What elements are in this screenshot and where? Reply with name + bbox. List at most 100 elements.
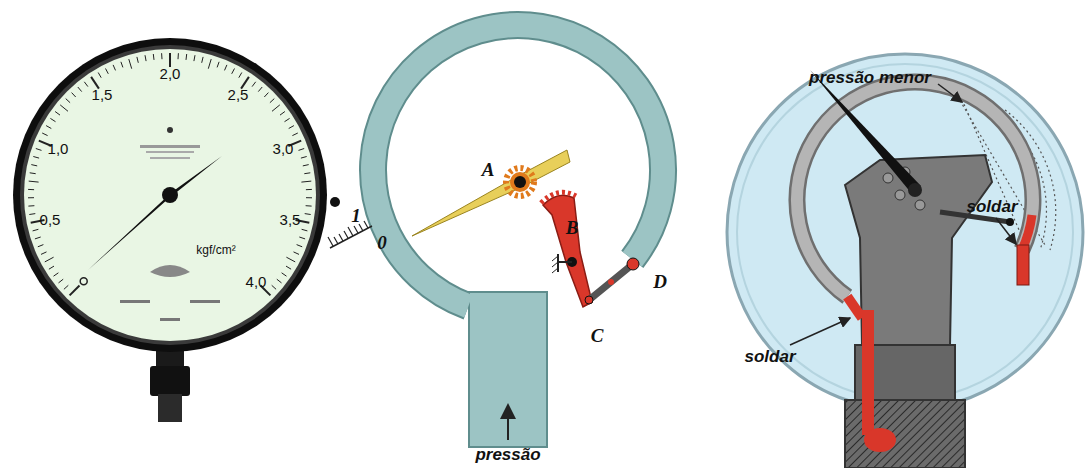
dial-tick (208, 59, 211, 69)
dial-print (140, 145, 200, 148)
dial-tick (28, 205, 34, 206)
sector-gear (543, 195, 592, 307)
dial-number: 1,5 (92, 86, 113, 103)
link-joint (1006, 218, 1014, 226)
scale-dot (330, 197, 340, 207)
dial-tick (304, 172, 310, 174)
pressure-channel (862, 310, 874, 435)
dial-print (146, 151, 194, 153)
dial-tick (84, 82, 88, 87)
dial-number: 1,0 (48, 140, 69, 157)
dial-tick (106, 69, 109, 74)
dial-tick (178, 53, 179, 59)
sector-teeth (541, 192, 576, 203)
unit-label: kgf/cm² (196, 243, 235, 257)
dial-tick (59, 279, 64, 283)
dial-tick (301, 181, 311, 182)
dial-tick (258, 87, 262, 92)
dial-tick (272, 105, 280, 111)
dial-tick (121, 62, 123, 68)
dial-tick (306, 205, 312, 206)
dial-tick (29, 213, 35, 215)
leader-line (790, 318, 850, 345)
dial-tick (292, 133, 297, 136)
dial-tick (286, 257, 295, 262)
dial-tick (31, 165, 37, 166)
dial-tick (98, 73, 101, 78)
scale-line (330, 226, 372, 248)
part-letter: A (482, 159, 495, 181)
part-letter: D (653, 271, 667, 293)
gauge-case (727, 54, 1083, 410)
dial-number: 0,5 (40, 211, 61, 228)
dial-tick (38, 245, 44, 247)
dial-tick (33, 157, 39, 159)
part-label: pressão menor (809, 68, 931, 88)
tube-tip-d (627, 258, 639, 270)
dial-tick (64, 285, 68, 289)
dial-tick (42, 133, 47, 136)
dial-tick (186, 54, 188, 60)
scale-number: 1 (351, 205, 361, 227)
tube-end (1017, 245, 1029, 285)
bourdon-tube (373, 25, 663, 306)
dial-tick (49, 266, 54, 269)
dial-tick (35, 237, 41, 239)
dial-print (150, 157, 190, 159)
part-letter: B (566, 217, 579, 239)
pressure-arrow (507, 405, 509, 440)
connecting-link (589, 264, 633, 300)
dial-tick (277, 279, 282, 283)
dial-tick (202, 57, 203, 63)
pointer (810, 70, 921, 194)
dial-number: 4,0 (246, 273, 267, 290)
dial-print (190, 300, 220, 303)
part-label: soldar (966, 197, 1017, 217)
dial-tick (299, 149, 305, 151)
pinion (510, 172, 530, 192)
dial-tick (78, 87, 82, 92)
inlet-cavity (864, 428, 896, 452)
dial-tick (153, 54, 155, 60)
zero-stop (80, 278, 87, 285)
part-letter: C (591, 325, 604, 347)
dial-tick (294, 252, 300, 255)
joint-c (585, 296, 593, 304)
pinion-gear (506, 168, 534, 196)
dial-tick (272, 285, 276, 289)
dial-tick (66, 99, 70, 103)
gauge-hex-nut (150, 366, 190, 396)
dial-tick (45, 257, 54, 262)
dial-tick (305, 213, 311, 215)
dial-tick (41, 252, 47, 255)
dial-number: 2,0 (160, 65, 181, 82)
dial-tick (29, 181, 39, 182)
pointer (412, 150, 570, 236)
dial-tick (145, 55, 146, 61)
dial-number: 2,5 (228, 86, 249, 103)
leader-line (938, 84, 962, 102)
dial-tick (70, 286, 80, 296)
dial-tick (306, 189, 312, 190)
dial-tick (46, 126, 51, 129)
gauge-cutaway (727, 54, 1083, 468)
dial-tick (225, 65, 227, 71)
dial-tick (301, 157, 307, 159)
dial-tick (302, 229, 308, 231)
dial-tick (282, 273, 287, 276)
bourdon-tube-outline (373, 25, 663, 306)
dial-ticks (28, 53, 312, 295)
dial-tick (129, 59, 132, 69)
dial-tick (264, 93, 268, 97)
maker-logo (150, 265, 190, 277)
dial-tick (270, 99, 274, 103)
dial-tick (299, 237, 305, 239)
leader-line (996, 218, 1016, 244)
dial-tick (161, 53, 162, 59)
dial-tick (303, 165, 309, 166)
dial-number: 3,5 (280, 211, 301, 228)
pressure-inlet (469, 292, 547, 447)
dial-print (160, 318, 180, 321)
dial-tick (72, 93, 76, 97)
